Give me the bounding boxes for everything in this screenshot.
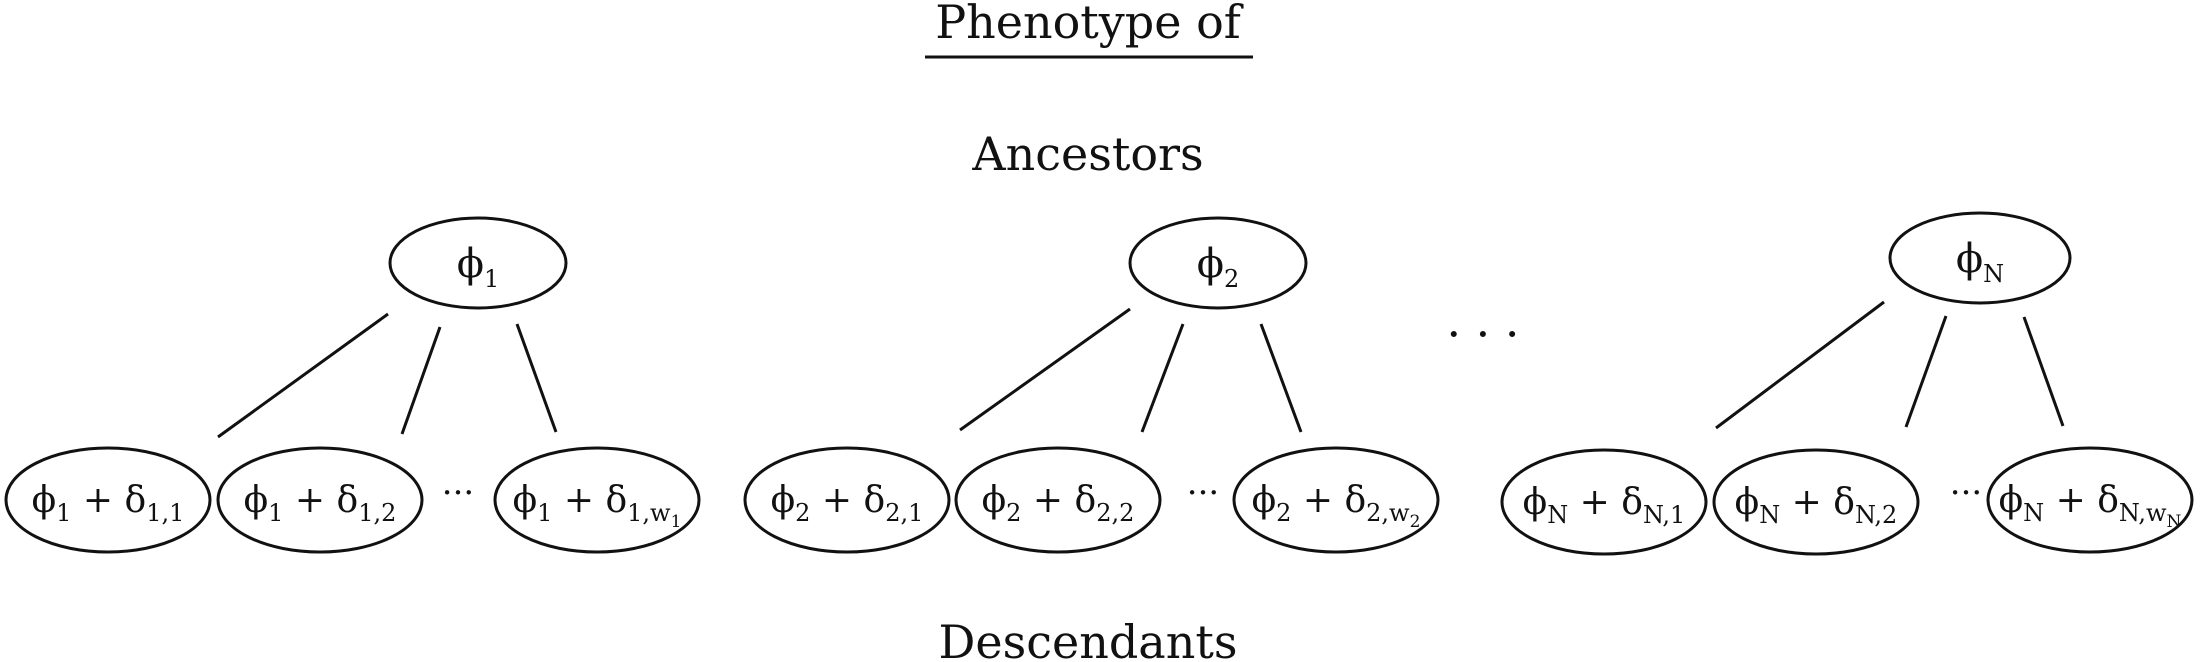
edge-3-2 bbox=[1904, 315, 1948, 428]
descendant-label-3-2: ϕN + δN,2 bbox=[1735, 482, 1898, 529]
ancestors-heading: Ancestors bbox=[971, 127, 1203, 181]
tree-group-2: ϕ2 ϕ2 + δ2,1 ϕ2 + δ2,2 ϕ2 + δ2,w2 ··· bbox=[743, 216, 1440, 554]
ancestor-label-1: ϕ1 bbox=[457, 241, 500, 293]
ancestor-node-2 bbox=[1128, 216, 1308, 310]
tree-group-3: ϕN ϕN + δN,1 ϕN + δN,2 ϕN + δN,wN ··· bbox=[1500, 211, 2194, 556]
ancestor-node-3 bbox=[1888, 211, 2072, 305]
edge-3-1 bbox=[1715, 300, 1885, 430]
descendants-heading: Descendants bbox=[939, 615, 1238, 662]
edge-3-3 bbox=[2022, 316, 2065, 427]
descendant-node-3-1 bbox=[1500, 448, 1708, 556]
child-ellipsis-2: ··· bbox=[1187, 473, 1219, 513]
descendant-node-1-1 bbox=[4, 446, 212, 554]
descendant-node-1-2 bbox=[216, 446, 424, 554]
descendant-node-3-2 bbox=[1712, 448, 1920, 556]
descendant-node-2-2 bbox=[954, 446, 1162, 554]
ancestor-label-3: ϕN bbox=[1956, 236, 2004, 288]
edge-2-1 bbox=[959, 307, 1131, 432]
descendant-label-2-3: ϕ2 + δ2,w2 bbox=[1252, 480, 1421, 532]
tree-layer: ϕ1 ϕ1 + δ1,1 ϕ1 + δ1,2 ϕ1 + δ1,w1 ··· ϕ2 ϕ2 + … bbox=[4, 211, 2194, 556]
diagram-title: Phenotype of bbox=[935, 0, 1244, 49]
edge-2-3 bbox=[1259, 323, 1303, 433]
edge-1-1 bbox=[217, 312, 389, 439]
child-ellipsis-1: ··· bbox=[442, 473, 474, 513]
descendant-node-2-1 bbox=[743, 446, 951, 554]
descendant-label-3-1: ϕN + δN,1 bbox=[1523, 482, 1686, 529]
descendant-label-1-2: ϕ1 + δ1,2 bbox=[244, 480, 397, 527]
descendant-label-1-1: ϕ1 + δ1,1 bbox=[32, 480, 185, 527]
edge-2-2 bbox=[1140, 323, 1185, 433]
between-groups-ellipsis: · · · bbox=[1446, 307, 1519, 361]
ancestor-label-2: ϕ2 bbox=[1197, 241, 1240, 293]
descendant-node-3-3 bbox=[1986, 446, 2194, 554]
descendant-label-2-2: ϕ2 + δ2,2 bbox=[982, 480, 1135, 527]
ancestor-node-1 bbox=[388, 216, 568, 310]
tree-group-1: ϕ1 ϕ1 + δ1,1 ϕ1 + δ1,2 ϕ1 + δ1,w1 ··· bbox=[4, 216, 701, 554]
edge-1-3 bbox=[515, 323, 558, 433]
descendant-node-1-3 bbox=[493, 446, 701, 554]
edge-1-2 bbox=[400, 326, 442, 435]
descendant-label-3-3: ϕN + δN,wN bbox=[1999, 480, 2182, 532]
descendant-node-2-3 bbox=[1232, 446, 1440, 554]
descendant-label-2-1: ϕ2 + δ2,1 bbox=[771, 480, 924, 527]
descendant-label-1-3: ϕ1 + δ1,w1 bbox=[513, 480, 682, 532]
child-ellipsis-3: ··· bbox=[1950, 473, 1982, 513]
